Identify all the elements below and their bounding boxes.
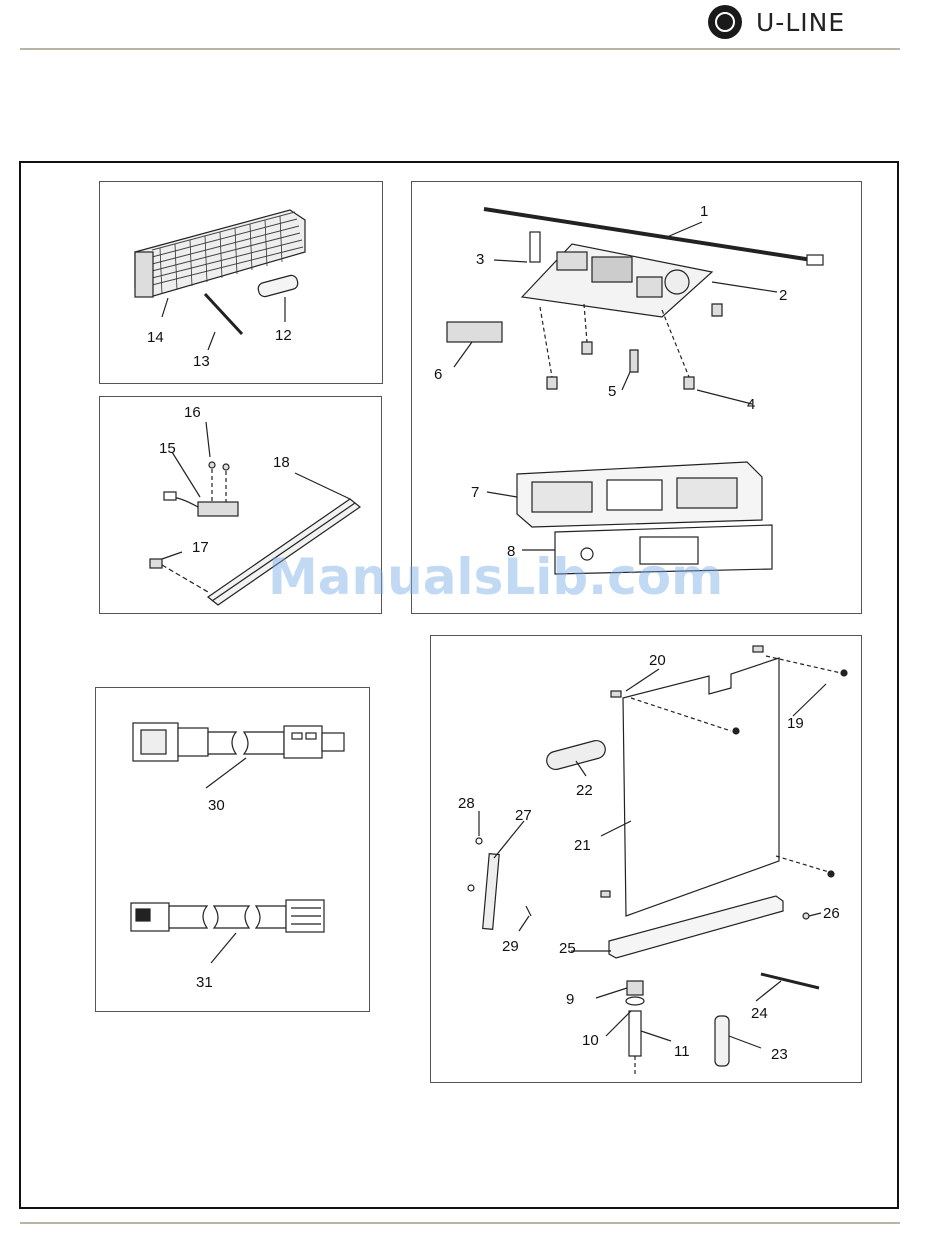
callout-29: 29 [502, 939, 519, 954]
callout-28: 28 [458, 796, 475, 811]
evaporator-panel: 14 13 12 [99, 181, 383, 384]
callout-7: 7 [471, 485, 479, 500]
harness-illustration [96, 688, 371, 1013]
callout-14: 14 [147, 330, 164, 345]
panel-assembly-illustration [431, 636, 863, 1084]
callout-27: 27 [515, 808, 532, 823]
callout-19: 19 [787, 716, 804, 731]
callout-31: 31 [196, 975, 213, 990]
callout-17: 17 [192, 540, 209, 555]
callout-10: 10 [582, 1033, 599, 1048]
callout-30: 30 [208, 798, 225, 813]
brand-logo: U-LINE [708, 4, 845, 40]
callout-25: 25 [559, 941, 576, 956]
callout-1: 1 [700, 204, 708, 219]
callout-20: 20 [649, 653, 666, 668]
callout-9: 9 [566, 992, 574, 1007]
callout-24: 24 [751, 1006, 768, 1021]
watermark-text: ManualsLib.com [268, 548, 723, 606]
header-divider [20, 48, 900, 50]
callout-2: 2 [779, 288, 787, 303]
callout-22: 22 [576, 783, 593, 798]
callout-13: 13 [193, 354, 210, 369]
callout-23: 23 [771, 1047, 788, 1062]
callout-26: 26 [823, 906, 840, 921]
callout-11: 11 [674, 1044, 690, 1059]
callout-16: 16 [184, 405, 201, 420]
brand-name: U-LINE [756, 8, 845, 37]
callout-5: 5 [608, 384, 616, 399]
callout-18: 18 [273, 455, 290, 470]
footer-divider [20, 1222, 900, 1224]
callout-12: 12 [275, 328, 292, 343]
harness-panel: 30 31 [95, 687, 370, 1012]
callout-6: 6 [434, 367, 442, 382]
callout-3: 3 [476, 252, 484, 267]
callout-15: 15 [159, 441, 176, 456]
callout-4: 4 [747, 397, 755, 412]
evaporator-illustration [100, 182, 384, 385]
u-line-logo-icon [708, 5, 742, 39]
callout-21: 21 [574, 838, 591, 853]
panel-assembly-panel: 19 20 21 22 23 24 25 26 27 28 29 9 10 11 [430, 635, 862, 1083]
